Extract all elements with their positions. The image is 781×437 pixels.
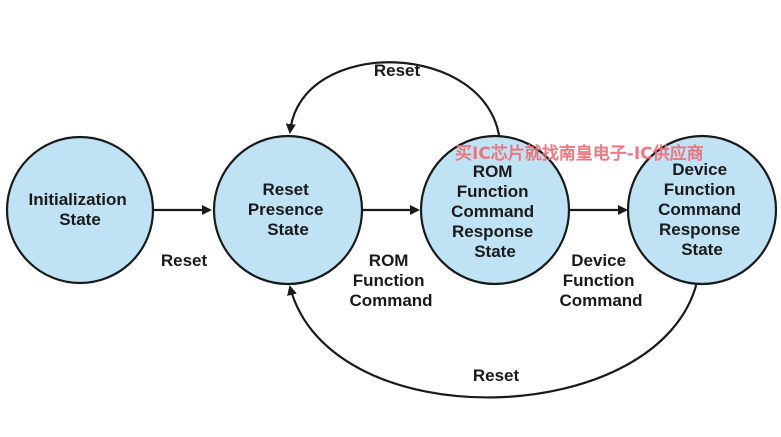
edge-label-rom-to-device: Device Function Command: [559, 251, 642, 310]
node-reset-presence-state: [212, 134, 364, 286]
edge-device-loop-reset: [287, 281, 699, 399]
node-label-rom-response: ROM Function Command Response State: [451, 162, 539, 261]
node-initialization-state: [5, 135, 155, 285]
node-device-function-command-response-state: [626, 134, 778, 286]
edge-label-rom-loop-reset: Reset: [374, 61, 421, 80]
edge-label-reset-to-rom: ROM Function Command: [349, 251, 432, 310]
node-label-initialization: Initialization State: [29, 190, 132, 229]
node-label-reset-presence: Reset Presence State: [248, 180, 328, 239]
node-label-device-response: Device Function Command Response State: [658, 160, 746, 259]
edge-label-init-to-reset: Reset: [161, 251, 208, 270]
watermark-text: 买IC芯片就找南皇电子-IC供应商: [455, 143, 704, 164]
edge-label-device-loop-reset: Reset: [473, 366, 520, 385]
edge-rom-loop-reset: [285, 61, 502, 143]
node-rom-function-command-response-state: [419, 134, 571, 286]
